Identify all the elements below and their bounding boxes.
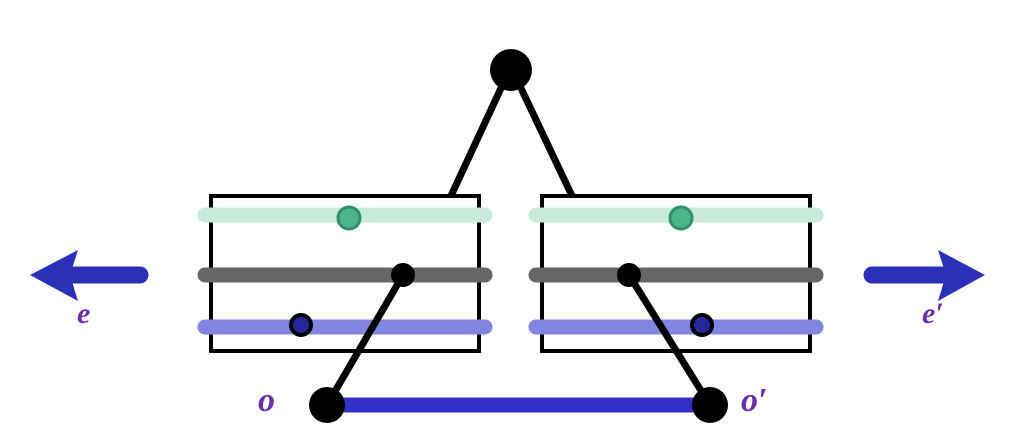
- left-arrow-head-icon: [30, 250, 78, 301]
- apex-node: [490, 49, 532, 91]
- left-box: [197, 194, 493, 353]
- right-arrow-head-icon: [938, 250, 985, 301]
- left-diagonal-edge: [323, 273, 407, 407]
- right-navy-marker: [690, 313, 714, 337]
- label-e: e: [77, 297, 91, 330]
- apex-to-right-box-edge: [516, 84, 577, 200]
- right-diagonal-edge: [626, 273, 713, 407]
- label-o-prime: o′: [741, 382, 768, 419]
- left-interior-node: [391, 263, 415, 287]
- right-interior-node: [617, 263, 641, 287]
- left-green-marker: [336, 205, 362, 231]
- label-e-prime: e′: [922, 297, 944, 330]
- right-box: [528, 194, 824, 353]
- label-o: o: [258, 382, 275, 419]
- right-arrow: [863, 250, 985, 301]
- bottom-right-node: [692, 387, 728, 423]
- left-navy-marker: [289, 313, 313, 337]
- apex-to-left-box-edge: [446, 84, 506, 200]
- right-green-marker: [668, 205, 694, 231]
- left-arrow: [30, 250, 149, 301]
- bottom-left-node: [309, 387, 345, 423]
